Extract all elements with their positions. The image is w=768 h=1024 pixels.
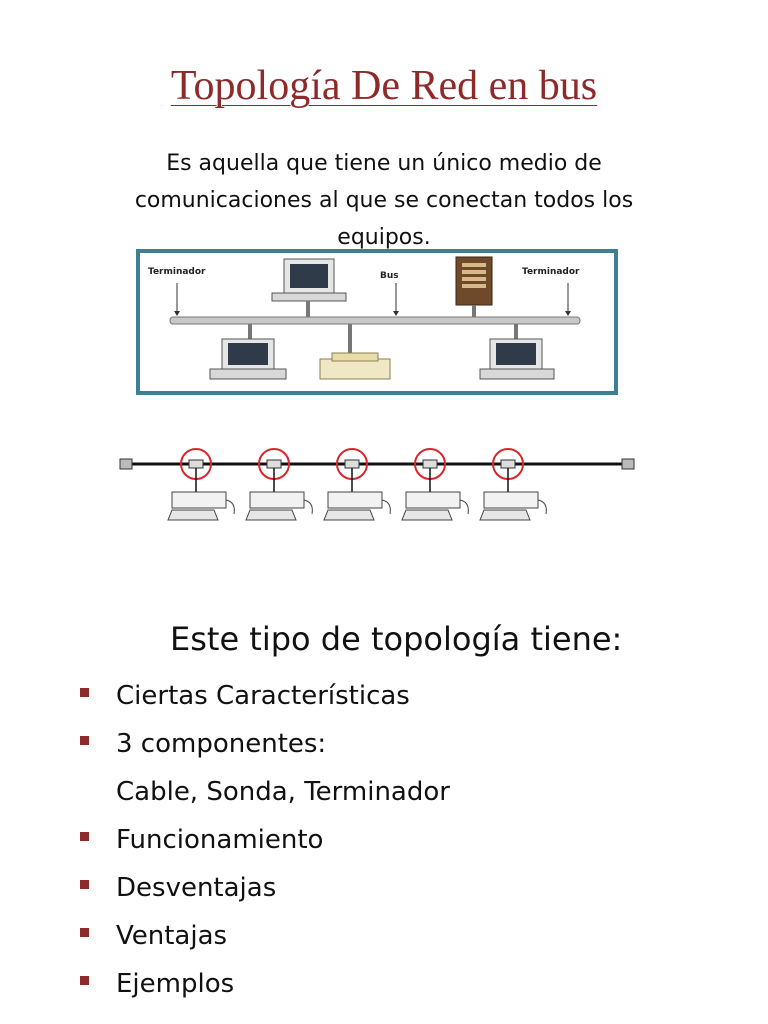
list-item-continuation: Cable, Sonda, Terminador (116, 777, 450, 807)
bus-diagram-drawing (169, 256, 581, 380)
terminator-left (119, 458, 133, 470)
terminator-right (621, 458, 635, 470)
list-item: Ventajas (80, 912, 450, 960)
bullet-marker (80, 880, 89, 889)
workstation-icon (323, 491, 391, 521)
list-item: Ciertas Características (80, 672, 450, 720)
tap-connector (258, 448, 290, 492)
list-item: Ejemplos (80, 960, 450, 1008)
workstation-icon (245, 491, 313, 521)
intro-paragraph: Es aquella que tiene un único medio de c… (134, 151, 634, 250)
bullet-marker (80, 832, 89, 841)
bus-cable (169, 316, 581, 325)
workstation-icon (479, 491, 547, 521)
bullet-marker (80, 928, 89, 937)
tap-connector (336, 448, 368, 492)
bullet-marker (80, 688, 89, 697)
workstation-icon (401, 491, 469, 521)
bullet-marker (80, 976, 89, 985)
tap-connector (180, 448, 212, 492)
computer-icon (271, 258, 347, 317)
tap-connector (414, 448, 446, 492)
tap-connector (492, 448, 524, 492)
bus-taps-diagram (119, 448, 635, 521)
server-icon (455, 256, 493, 317)
list-item: Desventajas (80, 864, 450, 912)
section-heading: Este tipo de topología tiene: (170, 620, 623, 658)
list-item: Funcionamiento (80, 816, 450, 864)
bullet-marker (80, 736, 89, 745)
bus-label: Bus (380, 271, 399, 281)
computer-icon (209, 324, 287, 380)
bus-diagram-image: Terminador Bus Terminador (136, 249, 618, 395)
printer-icon (319, 324, 391, 380)
workstation-icon (167, 491, 235, 521)
page-title: Topología De Red en bus (170, 63, 598, 109)
feature-list: Ciertas Características 3 componentes: C… (80, 672, 450, 1008)
computer-icon (479, 324, 555, 380)
list-item: 3 componentes: (80, 720, 450, 768)
terminator-left-label: Terminador (148, 267, 206, 277)
terminator-right-label: Terminador (522, 267, 580, 277)
